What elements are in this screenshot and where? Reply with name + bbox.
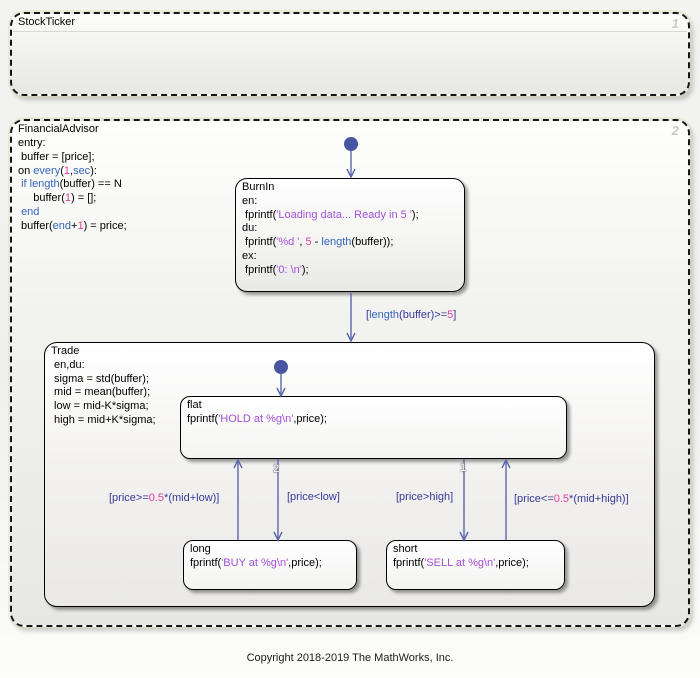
code-line: low = mid-K*sigma; [51, 400, 149, 413]
order-badge-financialadvisor: 2 [671, 123, 679, 138]
code-line: mid = mean(buffer); [51, 386, 151, 399]
copyright-text: Copyright 2018-2019 The MathWorks, Inc. [246, 652, 454, 664]
transition-label-long-flat[interactable]: [price>=0.5*(mid+low)] [109, 492, 220, 504]
code-line: sigma = std(buffer); [51, 372, 149, 385]
code-line: ex: [242, 249, 257, 262]
transition-long-flat[interactable] [233, 458, 243, 540]
state-stockticker[interactable]: StockTicker 1 [10, 12, 690, 96]
code-line: fprintf('%d ', 5 - length(buffer)); [242, 236, 394, 249]
order-badge-stockticker: 1 [671, 16, 679, 31]
financialadvisor-entry-actions[interactable]: entry: buffer = [price]; on every(1,sec)… [18, 137, 127, 234]
state-title-long: long [190, 543, 211, 555]
state-burnin[interactable]: BurnIn en: fprintf('Loading data... Read… [235, 178, 465, 292]
code-line: buffer = [price]; [18, 150, 95, 163]
transition-label-burnin-trade[interactable]: [length(buffer)>=5] [366, 309, 457, 321]
code-line: en,du: [51, 358, 85, 371]
state-short[interactable]: short fprintf('SELL at %g\n',price); [386, 540, 565, 590]
code-line: fprintf('0: \n'); [242, 263, 309, 276]
code-line: entry: [18, 137, 46, 149]
code-line: du: [242, 222, 258, 235]
transition-label-flat-long[interactable]: [price<low] [287, 491, 340, 503]
state-title-burnin: BurnIn [242, 181, 275, 193]
state-title-trade: Trade [51, 345, 80, 357]
transition-flat-short[interactable] [459, 459, 469, 542]
default-transition-burnin[interactable] [344, 137, 358, 179]
code-line: buffer(1) = []; [18, 192, 97, 205]
transition-label-flat-short[interactable]: [price>high] [396, 491, 454, 503]
state-flat[interactable]: flat fprintf('HOLD at %g\n',price); [180, 396, 567, 459]
initial-state-dot[interactable] [274, 360, 288, 374]
transition-label-short-flat[interactable]: [price<=0.5*(mid+high)] [514, 493, 629, 505]
initial-state-dot[interactable] [344, 137, 358, 151]
code-line: high = mid+K*sigma; [51, 413, 156, 426]
transition-short-flat[interactable] [501, 458, 511, 540]
code-line: if length(buffer) == N [21, 178, 122, 191]
default-transition-flat[interactable] [274, 360, 288, 398]
code-line: fprintf('SELL at %g\n',price); [393, 556, 529, 569]
transition-flat-long[interactable] [273, 459, 283, 542]
code-line: fprintf('Loading data... Ready in 5 '); [242, 208, 419, 221]
state-title-financialadvisor: FinancialAdvisor [18, 123, 99, 135]
code-line: fprintf('BUY at %g\n',price); [190, 556, 322, 569]
transition-burnin-trade[interactable] [346, 293, 356, 343]
state-title-flat: flat [187, 399, 202, 411]
state-long[interactable]: long fprintf('BUY at %g\n',price); [183, 540, 357, 590]
code-line: buffer(end+1) = price; [18, 219, 127, 232]
code-line: on every(1,sec): [18, 164, 97, 177]
state-title-short: short [393, 543, 418, 555]
title-separator [13, 31, 687, 32]
transition-order-badge: 2 [273, 463, 280, 475]
code-line: en: [242, 194, 258, 207]
code-line: fprintf('HOLD at %g\n',price); [187, 412, 327, 425]
transition-order-badge: 1 [460, 462, 467, 474]
state-title-stockticker: StockTicker [18, 16, 76, 28]
code-line: end [21, 205, 40, 218]
